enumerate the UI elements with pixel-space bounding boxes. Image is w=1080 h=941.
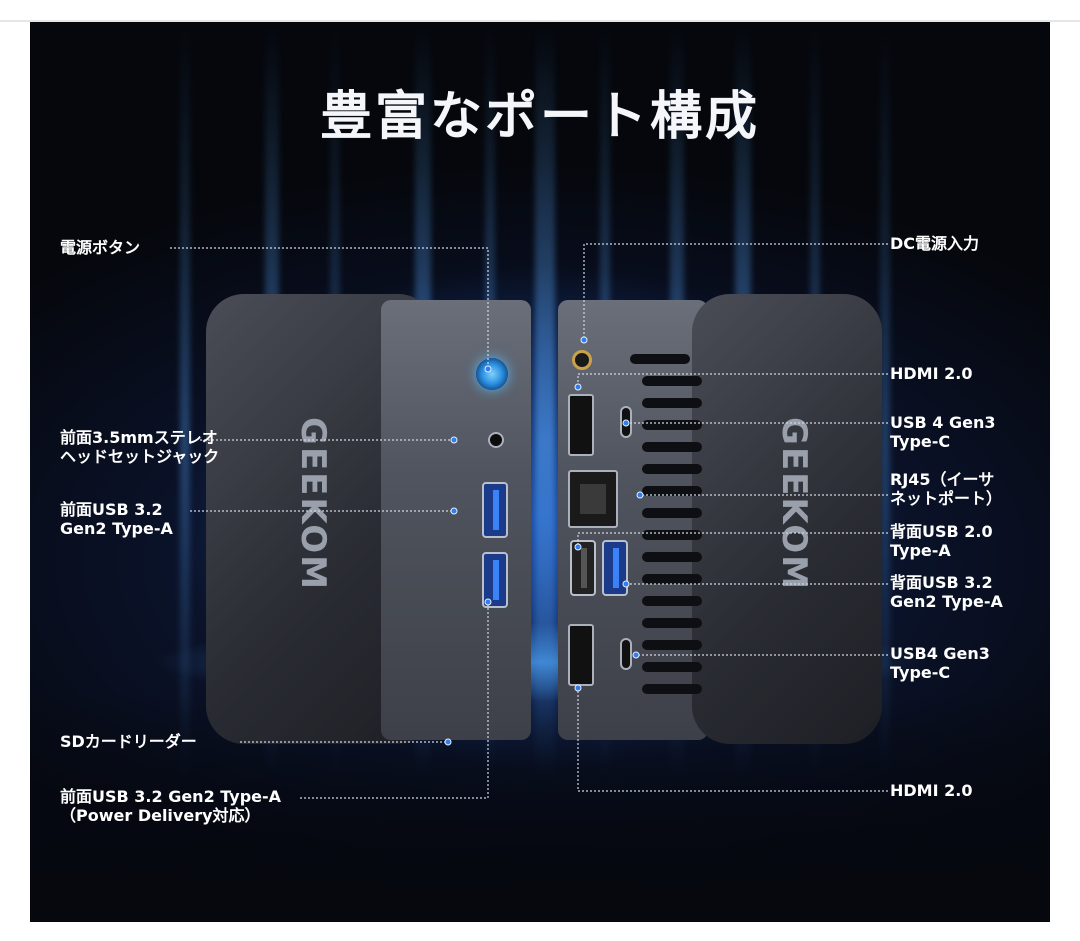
dc-jack-icon (572, 350, 592, 370)
label-dc-input: DC電源入力 (890, 234, 980, 253)
label-audio-jack: 前面3.5mmステレオ ヘッドセットジャック (60, 428, 220, 466)
floor-reflection (30, 692, 1050, 922)
usb32-port-icon (602, 540, 628, 596)
label-rear-usb32: 背面USB 3.2 Gen2 Type-A (890, 573, 1003, 611)
label-rj45: RJ45（イーサ ネットポート） (890, 470, 1003, 508)
hdmi-port-icon (568, 394, 594, 456)
hdmi-port-icon-bottom (568, 624, 594, 686)
top-divider (0, 20, 1080, 22)
label-usb4-bottom: USB4 Gen3 Type-C (890, 644, 990, 682)
label-front-usb: 前面USB 3.2 Gen2 Type-A (60, 500, 173, 538)
usb2-port-icon (570, 540, 596, 596)
usb-a-port-icon (482, 482, 508, 538)
label-hdmi-top: HDMI 2.0 (890, 364, 973, 383)
callout-lines (170, 243, 888, 799)
rj45-port-icon (568, 470, 618, 528)
power-button-icon (476, 358, 508, 390)
usb-a-pd-port-icon (482, 552, 508, 608)
mini-pc-rear: GEEKOM (552, 294, 882, 744)
label-rear-usb2: 背面USB 2.0 Type-A (890, 522, 993, 560)
mini-pc-front: GEEKOM (206, 294, 536, 744)
page-title: 豊富なポート構成 (319, 87, 760, 147)
label-usb4-top: USB 4 Gen3 Type-C (890, 413, 996, 451)
label-power-button: 電源ボタン (60, 238, 141, 257)
product-image: 豊富なポート構成 GEEKOM GEEKOM (30, 22, 1050, 922)
audio-jack-icon (488, 432, 504, 448)
usb-c-port-icon-bottom (620, 638, 632, 670)
label-sd-reader: SDカードリーダー (60, 732, 197, 751)
label-front-usb-pd: 前面USB 3.2 Gen2 Type-A （Power Delivery対応） (60, 787, 282, 825)
label-hdmi-bottom: HDMI 2.0 (890, 781, 973, 800)
